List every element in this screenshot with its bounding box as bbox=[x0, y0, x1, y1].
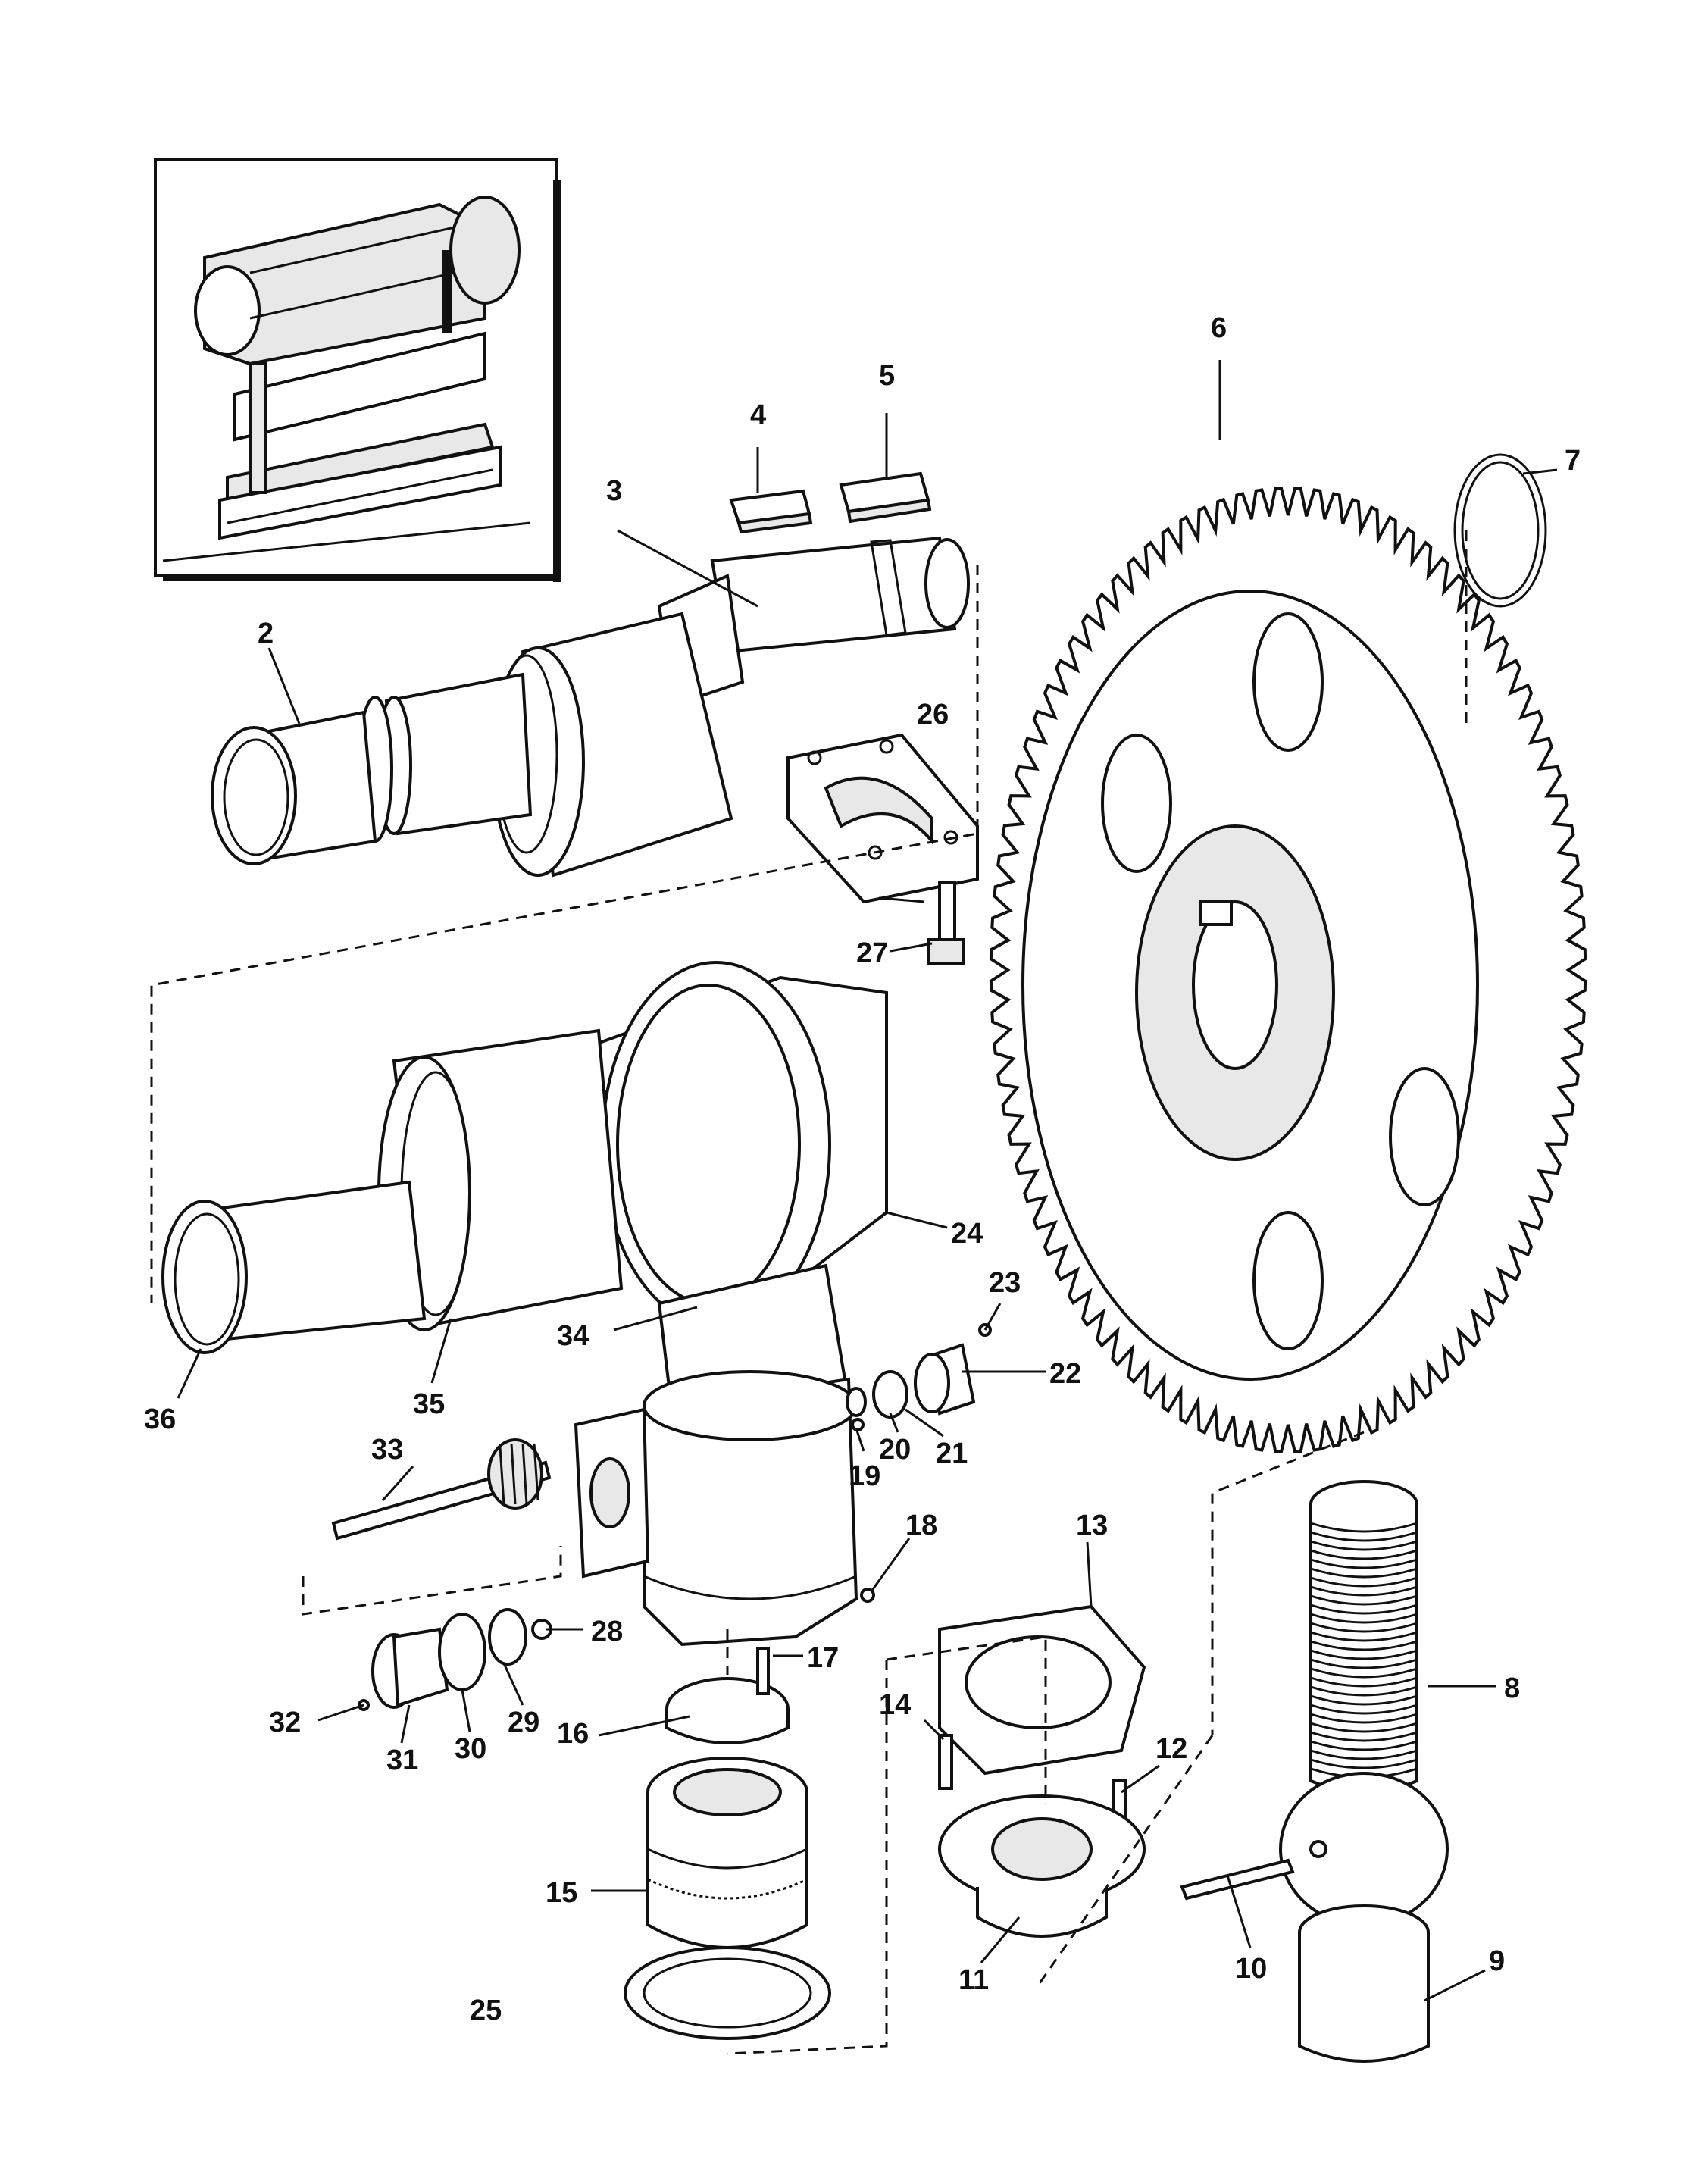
callout-31: 31 bbox=[386, 1744, 418, 1776]
callout-4: 4 bbox=[750, 399, 766, 431]
callout-34: 34 bbox=[557, 1320, 589, 1352]
thread-line bbox=[1310, 1549, 1418, 1560]
retaining-ring-7 bbox=[1453, 453, 1547, 608]
thread-line bbox=[1310, 1676, 1418, 1688]
key-5 bbox=[839, 471, 932, 524]
thread-line bbox=[1310, 1585, 1418, 1597]
callout-12: 12 bbox=[1155, 1733, 1187, 1765]
cover-parts-28-32 bbox=[358, 1608, 552, 1711]
thread-line bbox=[1310, 1522, 1418, 1533]
thread-line bbox=[1310, 1713, 1418, 1724]
thread-line bbox=[1310, 1758, 1418, 1769]
callout-22: 22 bbox=[1049, 1358, 1081, 1390]
callout-18: 18 bbox=[905, 1510, 937, 1541]
callout-32: 32 bbox=[269, 1707, 301, 1738]
main-shaft-assembly bbox=[211, 536, 970, 878]
connection-24 bbox=[574, 961, 888, 1647]
bull-gear-6 bbox=[989, 487, 1587, 1453]
seal-plate-25 bbox=[624, 1946, 831, 2040]
thread-line bbox=[1310, 1594, 1418, 1606]
callout-14: 14 bbox=[879, 1689, 911, 1721]
callout-28: 28 bbox=[591, 1616, 623, 1647]
thread-line bbox=[1310, 1540, 1418, 1551]
thread-line bbox=[1310, 1604, 1418, 1615]
callout-16: 16 bbox=[557, 1718, 589, 1750]
callout-11: 11 bbox=[958, 1964, 989, 1996]
thread-line bbox=[1310, 1649, 1418, 1660]
sleeve-35-36 bbox=[161, 1028, 624, 1354]
callout-29: 29 bbox=[508, 1707, 539, 1738]
callout-36: 36 bbox=[144, 1403, 176, 1435]
callout-24: 24 bbox=[951, 1218, 983, 1250]
thread-line bbox=[1310, 1658, 1418, 1669]
thread-line bbox=[1310, 1531, 1418, 1542]
callout-6: 6 bbox=[1211, 312, 1227, 344]
assembly-lines bbox=[150, 530, 1468, 2055]
callout-21: 21 bbox=[936, 1438, 968, 1469]
callout-26: 26 bbox=[917, 699, 949, 731]
callout-7: 7 bbox=[1565, 445, 1581, 477]
thread-line bbox=[1310, 1749, 1418, 1760]
thread-line bbox=[1310, 1622, 1418, 1633]
thread-line bbox=[1310, 1576, 1418, 1588]
callout-33: 33 bbox=[371, 1434, 403, 1466]
thread-line bbox=[1310, 1631, 1418, 1642]
thread-line bbox=[1310, 1740, 1418, 1751]
screw-14 bbox=[938, 1734, 953, 1790]
pin-10 bbox=[1180, 1858, 1295, 1901]
callout-numbers: 2 3 4 5 6 7 8 9 10 11 12 13 14 15 16 17 … bbox=[144, 312, 1581, 2026]
small-parts-19-23 bbox=[846, 1323, 992, 1431]
thread-line bbox=[1310, 1731, 1418, 1742]
worm-shaft-33 bbox=[331, 1438, 552, 1541]
thread-line bbox=[1310, 1667, 1418, 1679]
retainer-13 bbox=[938, 1604, 1146, 1776]
callout-17: 17 bbox=[807, 1642, 839, 1674]
thread-line bbox=[1310, 1694, 1418, 1706]
bearing-cap-26 bbox=[786, 733, 979, 904]
bearing-15 bbox=[646, 1757, 808, 1949]
thread-line bbox=[1310, 1640, 1418, 1651]
inset-machine-view bbox=[154, 158, 561, 582]
callout-5: 5 bbox=[879, 360, 895, 392]
callout-20: 20 bbox=[879, 1434, 911, 1466]
callout-23: 23 bbox=[989, 1267, 1021, 1299]
callout-2: 2 bbox=[258, 618, 274, 649]
thread-line bbox=[1310, 1704, 1418, 1715]
screw-17 bbox=[756, 1647, 770, 1695]
thread-line bbox=[1310, 1722, 1418, 1733]
callout-25: 25 bbox=[470, 1995, 502, 2026]
cap-screw-27 bbox=[927, 881, 965, 965]
thread-line bbox=[1310, 1613, 1418, 1624]
thread-line bbox=[1310, 1567, 1418, 1579]
callout-35: 35 bbox=[413, 1388, 445, 1420]
adapter-11 bbox=[938, 1794, 1146, 1938]
callout-19: 19 bbox=[849, 1460, 880, 1492]
callout-9: 9 bbox=[1489, 1945, 1505, 1977]
callout-8: 8 bbox=[1504, 1672, 1520, 1704]
callout-10: 10 bbox=[1235, 1953, 1267, 1985]
callout-30: 30 bbox=[455, 1733, 486, 1765]
leader-lines bbox=[177, 360, 1558, 2002]
thread-line bbox=[1310, 1558, 1418, 1569]
plug-18 bbox=[860, 1588, 875, 1603]
callout-3: 3 bbox=[606, 475, 622, 507]
callout-13: 13 bbox=[1076, 1510, 1108, 1541]
callout-27: 27 bbox=[856, 937, 888, 969]
ball-seat-9 bbox=[1298, 1904, 1430, 2063]
adjusting-screw-8 bbox=[1279, 1480, 1449, 1926]
thread-line bbox=[1310, 1685, 1418, 1697]
key-4 bbox=[729, 489, 813, 534]
callout-15: 15 bbox=[546, 1877, 577, 1909]
